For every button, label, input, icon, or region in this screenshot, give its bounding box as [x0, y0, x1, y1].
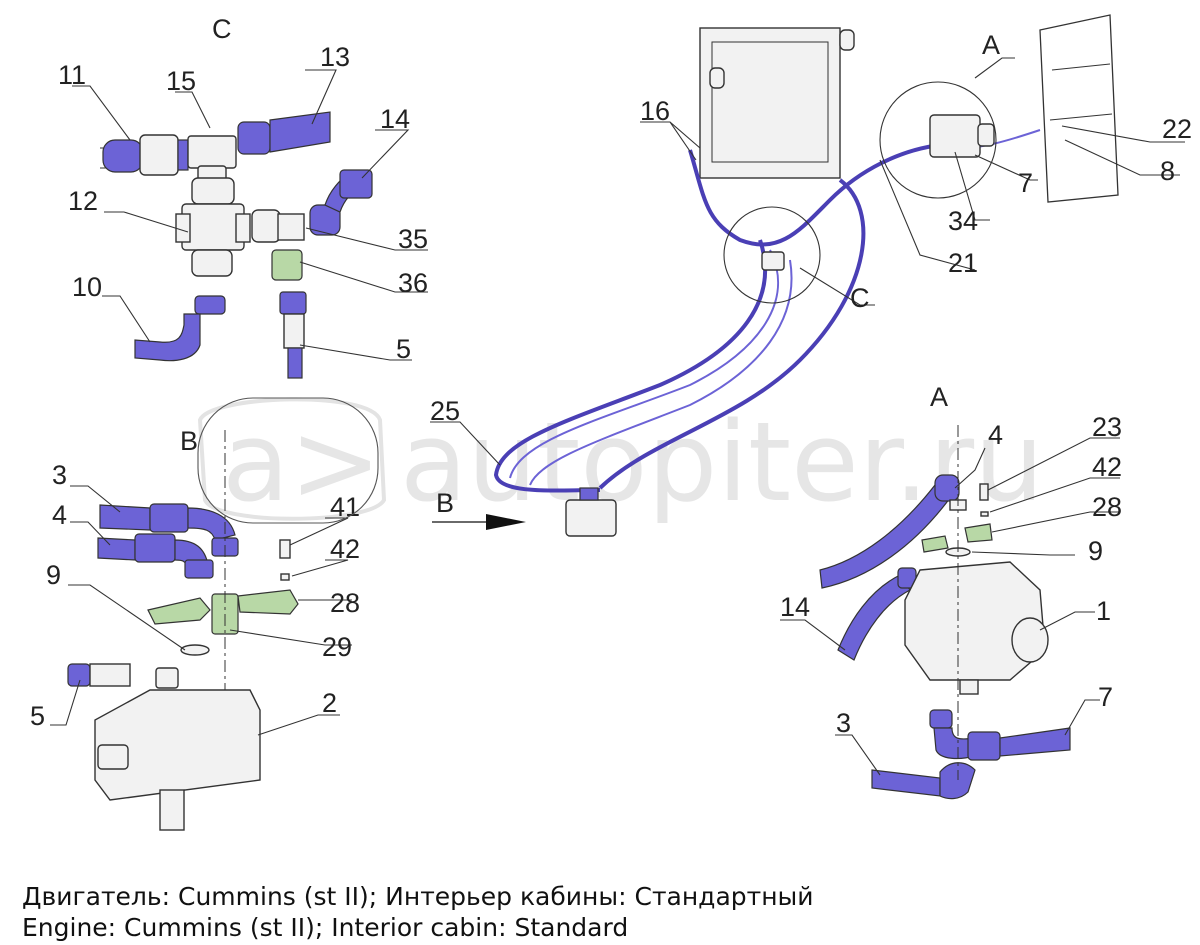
detail-circle-c — [723, 206, 821, 304]
label-8: 8 — [1160, 156, 1175, 186]
label-36: 36 — [398, 268, 428, 298]
view-label-c: C — [212, 14, 232, 44]
label-14: 14 — [380, 104, 410, 134]
label-a7: 7 — [1098, 682, 1113, 712]
label-a4: 4 — [988, 420, 1003, 450]
hose-4 — [97, 537, 136, 561]
label-41: 41 — [330, 492, 360, 522]
view-b-detail: B 3 4 4 — [30, 426, 360, 831]
label-25: 25 — [430, 396, 460, 426]
view-a-detail: A 4 23 — [780, 382, 1122, 800]
label-35: 35 — [398, 224, 428, 254]
ring-9 — [180, 644, 210, 656]
valve-c — [761, 251, 785, 271]
watermark-prefix: a> — [222, 398, 382, 526]
label-3: 3 — [52, 460, 67, 490]
label-2: 2 — [322, 688, 337, 718]
caption-en: Engine: Cummins (st II); Interior cabin:… — [22, 913, 629, 942]
label-28: 28 — [330, 588, 360, 618]
label-a3: 3 — [836, 708, 851, 738]
hose-5 — [287, 347, 303, 379]
washer-42-a — [980, 511, 989, 517]
label-9: 9 — [46, 560, 61, 590]
pump-b — [565, 499, 617, 537]
motor-2 — [94, 689, 261, 801]
pump-a — [929, 114, 981, 158]
pin-41 — [279, 539, 291, 559]
hose-10 — [134, 313, 201, 362]
tee-15 — [187, 135, 237, 169]
washer-42 — [280, 573, 290, 581]
hose-13-fitting — [237, 121, 271, 155]
label-a9: 9 — [1088, 536, 1103, 566]
hose-3-a — [871, 769, 941, 797]
nut-35 — [251, 209, 281, 243]
label-7: 7 — [1018, 168, 1033, 198]
label-a23: 23 — [1092, 412, 1122, 442]
view-c-detail: C — [58, 14, 428, 379]
pin-23 — [979, 483, 989, 501]
radiator — [699, 27, 841, 179]
detail-circle-a — [879, 81, 997, 199]
label-16: 16 — [640, 96, 670, 126]
view-label-a-main: A — [982, 30, 1000, 60]
pump-1 — [904, 561, 1046, 681]
label-5b: 5 — [30, 701, 45, 731]
hose-7-a — [999, 727, 1071, 757]
main-assembly: A 16 22 8 7 34 21 C 25 B — [197, 14, 1192, 537]
label-a1: 1 — [1096, 596, 1111, 626]
label-15: 15 — [166, 66, 196, 96]
label-11: 11 — [58, 60, 86, 90]
watermark: a> autopiter.ru — [197, 397, 1044, 526]
label-22: 22 — [1162, 114, 1192, 144]
label-10: 10 — [72, 272, 102, 302]
label-29: 29 — [322, 632, 352, 662]
label-5: 5 — [396, 334, 411, 364]
label-a28: 28 — [1092, 492, 1122, 522]
detail-circle-b — [197, 397, 379, 524]
label-4: 4 — [52, 500, 67, 530]
fitting-36 — [271, 249, 303, 281]
hose-14-a — [837, 574, 911, 661]
clamp-28 — [237, 589, 299, 615]
view-label-b: B — [180, 426, 198, 456]
label-12: 12 — [68, 186, 98, 216]
label-13: 13 — [320, 42, 350, 72]
clamp-28-a — [964, 523, 993, 543]
valve-12 — [181, 203, 245, 251]
tee-35 — [277, 213, 305, 241]
hose-13 — [269, 111, 331, 153]
view-label-c-main: C — [850, 283, 870, 313]
label-a42: 42 — [1092, 452, 1122, 482]
label-21: 21 — [948, 248, 978, 278]
hose-11 — [102, 139, 144, 173]
view-label-b-arrow: B — [436, 488, 454, 518]
hose-5-crimp — [283, 313, 305, 349]
hose-3 — [99, 504, 151, 531]
hose-11-fitting — [139, 134, 179, 176]
label-a14: 14 — [780, 592, 810, 622]
view-label-a: A — [930, 382, 948, 412]
label-34: 34 — [948, 206, 978, 236]
view-b-arrow — [486, 514, 526, 530]
cab-frame — [1039, 14, 1119, 203]
caption-ru: Двигатель: Cummins (st II); Интерьер каб… — [22, 882, 814, 911]
label-42: 42 — [330, 534, 360, 564]
